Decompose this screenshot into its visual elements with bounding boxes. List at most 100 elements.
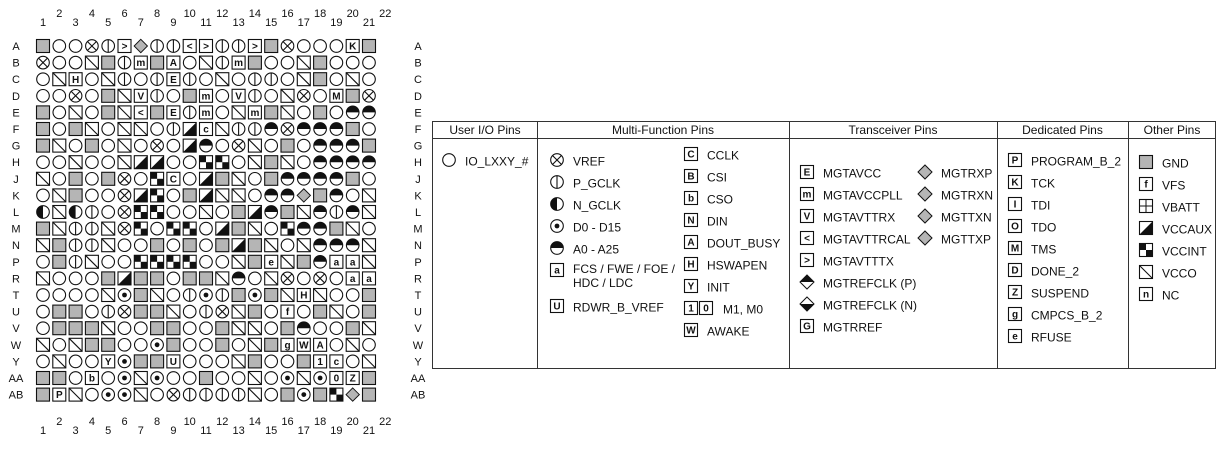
pin-letter-square-icon: Z (345, 370, 360, 386)
letter-square-icon: < (799, 230, 815, 249)
pin-letter-square-icon: a (361, 271, 377, 286)
pin-slash-square-icon (35, 271, 51, 286)
pin-letter-square-icon: a (345, 254, 360, 269)
pin-circle-half-left-icon (85, 221, 99, 236)
column-label: 9 (170, 17, 176, 29)
pin-diamond-gray-icon (296, 188, 312, 203)
pin-circle-icon (52, 55, 67, 70)
pin-slash-square-icon (35, 238, 51, 253)
pin-gray-square-icon (52, 238, 67, 253)
row-label: L (415, 207, 421, 219)
pin-circle-half-left-icon (215, 55, 230, 70)
svg-text:C: C (170, 174, 177, 185)
pin-circle-icon (313, 88, 327, 103)
letter-square-icon: A (683, 234, 699, 253)
letter-square-icon: B (683, 168, 699, 187)
column-label: 12 (216, 416, 228, 428)
column-label: 7 (138, 425, 144, 437)
plus-square-icon (1138, 198, 1154, 217)
row-label: G (414, 141, 423, 153)
letter-square-icon: > (799, 252, 815, 271)
legend-item: MGTRXP (917, 164, 992, 183)
pin-gray-square-icon (84, 138, 99, 153)
pin-slash-square-icon (133, 370, 148, 386)
pin-slash-square-icon (280, 155, 295, 170)
column-label: 18 (314, 8, 326, 20)
pin-circle-icon (215, 254, 230, 269)
pin-circle-icon (133, 72, 148, 87)
pin-circle-icon (329, 288, 344, 302)
pin-circle-icon (85, 188, 99, 203)
svg-text:a: a (366, 274, 372, 285)
pin-circle-icon (231, 155, 246, 170)
pin-slash-square-icon (280, 88, 295, 103)
pin-slash-square-icon (35, 171, 51, 186)
svg-text:E: E (170, 75, 177, 86)
pin-letter-square-icon: < (182, 38, 197, 54)
pin-slash-square-icon (52, 72, 67, 87)
pin-circle-icon (85, 88, 99, 103)
svg-text:V: V (137, 91, 144, 102)
pin-slash-square-icon (68, 387, 83, 402)
pin-checker-square-icon (133, 254, 148, 269)
legend-item-label: MGTRXP (941, 166, 993, 181)
diamond-top-filled-icon (799, 274, 815, 293)
pin-circle-icon (36, 254, 50, 269)
column-label: 6 (121, 416, 127, 428)
pin-circle-half-left-icon (166, 122, 181, 136)
pin-gray-square-icon (313, 55, 328, 70)
pin-slash-square-icon (247, 321, 262, 336)
row-label: Y (12, 356, 20, 368)
pin-gray-square-icon (247, 354, 262, 369)
letter-square-icon: N (683, 212, 699, 231)
pin-circle-icon (150, 221, 164, 236)
legend-item: VCCAUX (1138, 220, 1212, 239)
svg-text:O: O (1011, 222, 1019, 233)
pin-slash-square-icon (68, 337, 83, 352)
pin-circle-half-top-icon (329, 122, 344, 136)
legend-item: N_GCLK (549, 196, 621, 215)
letter-square-icon: H (683, 256, 699, 275)
pin-circle-half-left-icon (182, 387, 197, 402)
pin-slash-square-icon (117, 138, 132, 153)
pin-circle-half-left-icon (199, 304, 213, 319)
column-label: 3 (73, 425, 79, 437)
pin-circle-icon (166, 271, 181, 286)
row-label: AB (9, 390, 24, 402)
pin-gray-square-icon (101, 171, 116, 186)
diamond-gray-icon (917, 164, 933, 183)
pin-gray-square-icon (133, 354, 148, 369)
pin-letter-square-icon: W (296, 337, 311, 352)
gray-square-icon (1138, 154, 1154, 173)
pin-diagonal-filled-square-icon (182, 138, 197, 153)
pin-circle-icon (133, 321, 148, 336)
pin-circle-icon (313, 321, 327, 336)
pin-slash-square-icon (84, 55, 99, 70)
pin-circle-icon (199, 337, 213, 352)
pin-circle-icon (117, 254, 132, 269)
letter-square-icon: C (683, 146, 699, 165)
header-other: Other Pins (1128, 122, 1216, 139)
pin-checker-square-icon (150, 188, 165, 203)
pin-circle-dot-icon (313, 371, 327, 385)
pin-circle-icon (182, 205, 197, 219)
pin-letter-square-icon: A (313, 337, 328, 352)
pin-slash-square-icon (68, 155, 83, 170)
pin-slash-square-icon (361, 254, 377, 269)
pin-circle-icon (362, 55, 376, 70)
column-label: 20 (347, 8, 359, 20)
svg-text:1: 1 (317, 357, 323, 368)
pin-circle-x-icon (150, 138, 164, 153)
pin-gray-square-icon (329, 221, 344, 236)
pin-circle-icon (133, 138, 148, 153)
pin-circle-half-top-icon (313, 138, 327, 153)
legend-item-label: MGTRXN (941, 188, 993, 203)
pin-gray-square-icon (280, 321, 295, 336)
row-label: B (414, 58, 421, 70)
pin-checker-square-icon (166, 254, 181, 269)
legend-item-label: VBATT (1162, 200, 1200, 215)
pin-circle-icon (52, 88, 67, 103)
